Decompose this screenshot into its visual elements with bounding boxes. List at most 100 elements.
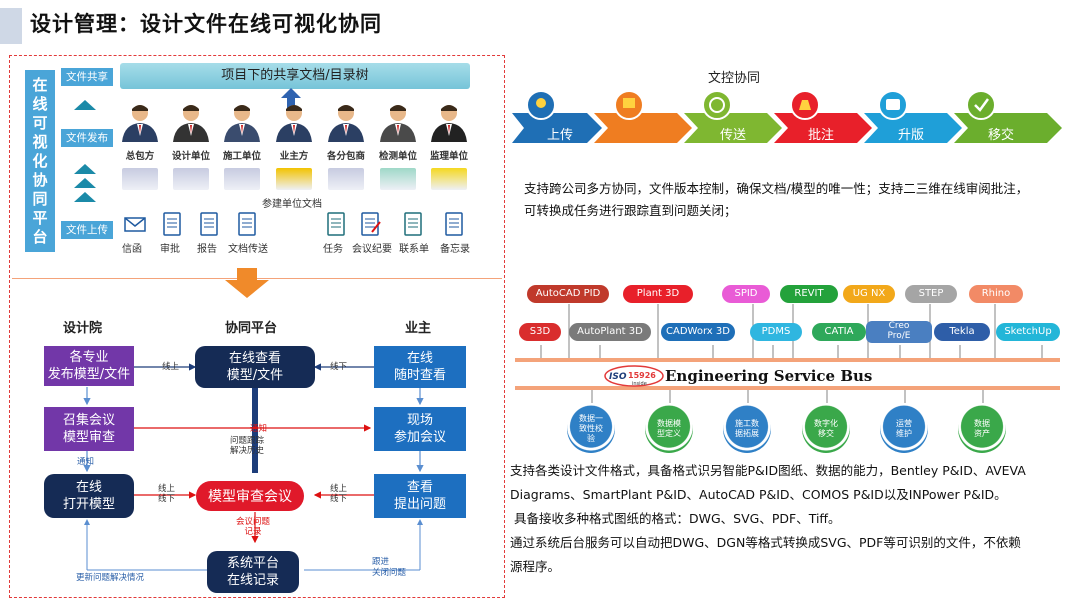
left-panel-frame — [9, 55, 505, 598]
person-icon — [173, 105, 209, 142]
label-offline: 线下 — [330, 362, 348, 372]
step-upload: 上传 — [547, 128, 574, 143]
label-follow-close: 跟进 关闭问题 — [372, 557, 407, 578]
owner-issue-box: 查看 提出问题 — [374, 474, 466, 518]
collab-desc-line2: 可转换成任务进行跟踪直到问题关闭； — [524, 203, 737, 218]
format-pill[interactable]: AutoPlant 3D — [569, 323, 651, 341]
vertical-platform-label: 在 线 可 视 化 协 同 平 台 — [25, 70, 55, 252]
file-publish-button[interactable]: 文件发布 — [61, 129, 113, 147]
folder-icon[interactable] — [122, 168, 158, 190]
label-online: 线上 — [162, 362, 180, 372]
vertical-char: 化 — [32, 152, 48, 170]
step-handover: 移交 — [988, 128, 1015, 143]
document-icon[interactable] — [198, 212, 220, 236]
participants-caption: 参建单位文档 — [262, 199, 322, 210]
document-type-label: 备忘录 — [440, 244, 470, 255]
document-icon[interactable] — [124, 212, 146, 236]
up-arrow-icon — [281, 88, 301, 116]
format-pill[interactable]: STEP — [905, 285, 957, 303]
owner-view-box: 在线 随时查看 — [374, 346, 466, 388]
format-pill[interactable]: CATIA — [812, 323, 866, 341]
format-pill[interactable]: Rhino — [969, 285, 1023, 303]
chevron-up-icon — [74, 164, 96, 174]
label-notify-1: 通知 — [250, 424, 268, 434]
file-share-button[interactable]: 文件共享 — [61, 68, 113, 86]
flow-connectors — [83, 363, 424, 571]
svg-text:inside: inside — [632, 381, 647, 387]
design-meeting-box: 召集会议 模型审查 — [44, 407, 134, 451]
formats-receive: 具备接收多种格式图纸的格式：DWG、SVG、PDF、Tiff。 — [514, 511, 841, 526]
format-pill[interactable]: AutoCAD PID — [527, 285, 609, 303]
person-icon — [122, 105, 158, 142]
label-online-offline-2: 线上 线下 — [330, 484, 348, 504]
format-pill[interactable]: PDMS — [750, 323, 802, 341]
folder-icon[interactable] — [276, 168, 312, 190]
formats-desc-line2: Diagrams、SmartPlant P&ID、AutoCAD P&ID、CO… — [510, 487, 1007, 502]
participant-label: 检测单位 — [378, 151, 417, 162]
document-icon[interactable] — [236, 212, 258, 236]
label-online-offline-1: 线上 线下 — [158, 484, 176, 504]
person-icon — [431, 105, 467, 142]
document-type-label: 文档传送 — [228, 244, 268, 255]
person-icon — [328, 105, 364, 142]
participant-label: 设计单位 — [171, 151, 210, 162]
format-pill[interactable]: CADWorx 3D — [661, 323, 735, 341]
document-type-label: 任务 — [323, 244, 343, 255]
col-design-header: 设计院 — [63, 321, 103, 336]
chevron-up-icon — [74, 192, 96, 202]
format-pill[interactable]: SPID — [722, 285, 770, 303]
participant-label: 业主方 — [279, 151, 309, 162]
conversion-desc-line2: 源程序。 — [510, 559, 561, 574]
format-pill[interactable]: REVIT — [780, 285, 838, 303]
step-transfer: 传送 — [720, 128, 747, 143]
platform-review-meeting: 模型审查会议 — [196, 481, 304, 511]
file-upload-button[interactable]: 文件上传 — [61, 221, 113, 239]
format-pill[interactable]: Plant 3D — [623, 285, 693, 303]
format-pill[interactable]: UG NX — [843, 285, 895, 303]
col-owner-header: 业主 — [405, 321, 432, 336]
collab-desc-line1: 支持跨公司多方协同，文件版本控制，确保文档/模型的唯一性；支持二三维在线审阅批注… — [524, 181, 1029, 196]
format-pill[interactable]: Tekla — [934, 323, 990, 341]
step-annotate: 批注 — [808, 128, 835, 143]
iso-logo: ISO 15926 inside — [604, 365, 664, 387]
capability-circle: 施工数 据拓展 — [723, 405, 771, 453]
person-icon — [224, 105, 260, 142]
format-pill[interactable]: SketchUp — [996, 323, 1060, 341]
step-upgrade: 升版 — [898, 128, 925, 143]
document-type-label: 报告 — [197, 244, 217, 255]
conversion-desc-line1: 通过系统后台服务可以自动把DWG、DGN等格式转换成SVG、PDF等可识别的文件… — [510, 535, 1021, 550]
document-type-label: 联系单 — [399, 244, 429, 255]
vertical-char: 协 — [32, 171, 48, 189]
svg-text:15926: 15926 — [628, 371, 656, 380]
folder-icon[interactable] — [431, 168, 467, 190]
folder-icon[interactable] — [328, 168, 364, 190]
vertical-char: 在 — [32, 76, 48, 94]
document-icon[interactable] — [443, 212, 465, 236]
vertical-char: 视 — [32, 133, 48, 151]
label-update-issues: 更新问题解决情况 — [76, 573, 145, 583]
design-open-box: 在线 打开模型 — [44, 474, 134, 518]
svg-text:ISO: ISO — [609, 372, 627, 382]
folder-icon[interactable] — [224, 168, 260, 190]
document-icon[interactable] — [161, 212, 183, 236]
down-arrow-icon — [225, 268, 269, 298]
document-type-label: 会议纪要 — [352, 244, 392, 255]
vertical-char: 台 — [32, 228, 48, 246]
format-pill[interactable]: Creo Pro/E — [866, 321, 932, 343]
format-pill[interactable]: S3D — [519, 323, 561, 341]
shared-docs-banner: 项目下的共享文档/目录树 — [120, 63, 470, 89]
owner-attend-box: 现场 参加会议 — [374, 407, 466, 451]
platform-view-box: 在线查看 模型/文件 — [195, 346, 315, 388]
vertical-char: 平 — [32, 209, 48, 227]
document-icon[interactable] — [402, 212, 424, 236]
person-icon — [276, 105, 312, 142]
document-icon[interactable] — [325, 212, 347, 236]
capability-circle: 数字化 移交 — [802, 405, 850, 453]
folder-icon[interactable] — [173, 168, 209, 190]
participant-label: 总包方 — [125, 151, 155, 162]
document-icon[interactable] — [359, 212, 381, 236]
label-notify-2: 通知 — [77, 457, 95, 467]
col-platform-header: 协同平台 — [225, 321, 278, 336]
folder-icon[interactable] — [380, 168, 416, 190]
doc-control-title: 文控协同 — [708, 71, 761, 86]
